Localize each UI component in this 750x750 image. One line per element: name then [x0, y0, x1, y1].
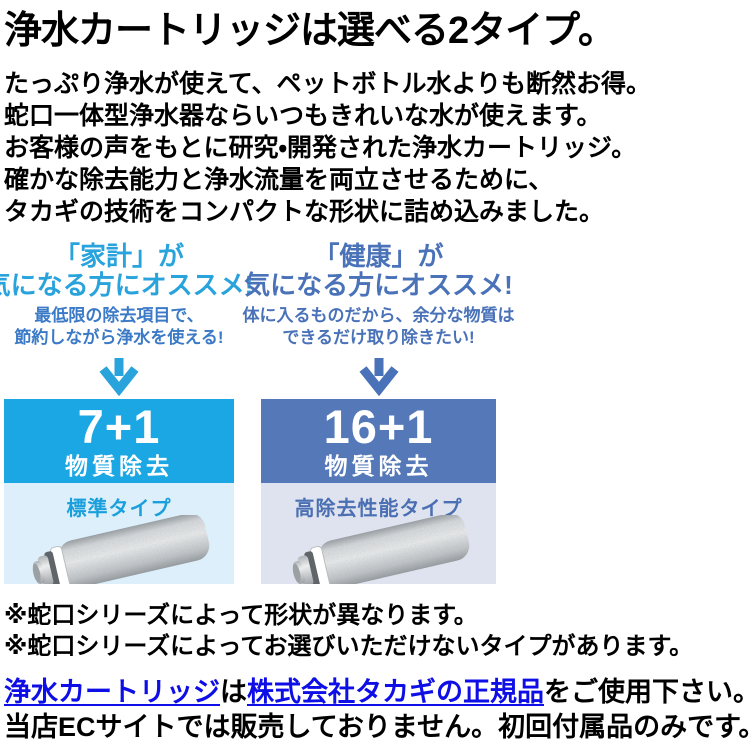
standard-type-card: 7+1 物質除去 標準タイプ: [4, 399, 234, 584]
heading-line: 「家計」が: [54, 241, 185, 271]
cartridge-image: [4, 513, 234, 584]
down-arrow-icon: [97, 356, 141, 397]
cartridge-link[interactable]: 浄水カートリッジ: [4, 677, 220, 707]
intro-line: たっぷり浄水が使えて、ペットボトル水よりも断然お得。: [4, 70, 652, 98]
high-removal-type-column: 「健康」が 気になる方にオススメ! 体に入るものだから、余分な物質は できるだけ…: [243, 242, 515, 584]
footer-notice: 浄水カートリッジは株式会社タカギの正規品をご使用下さい。 当店ECサイトでは販売…: [4, 675, 750, 745]
intro-line: タカギの技術をコンパクトな形状に詰め込みました。: [4, 198, 605, 226]
footer-line-2: 当店ECサイトでは販売しておりません。初回付属品のみです。: [4, 712, 750, 742]
removal-count-badge: 16+1: [323, 400, 434, 453]
heading-line: 気になる方にオススメ!: [0, 270, 254, 300]
note-line: ※蛇口シリーズによって形状が異なります。: [4, 602, 478, 629]
high-card-header: 16+1 物質除去: [261, 399, 496, 483]
removal-count-badge: 7+1: [77, 400, 161, 453]
high-recommend-subtext: 体に入るものだから、余分な物質は できるだけ取り除きたい!: [243, 305, 515, 349]
standard-card-header: 7+1 物質除去: [4, 399, 234, 483]
intro-line: お客様の声をもとに研究・開発された浄水カートリッジ。: [4, 134, 637, 162]
down-arrow-icon: [357, 356, 401, 397]
heading-line: 気になる方にオススメ!: [244, 270, 513, 300]
intro-line: 確かな除去能力と浄水流量を両立させるために、: [4, 166, 554, 194]
footer-text: は: [220, 677, 247, 707]
type-label: 高除去性能タイプ: [294, 498, 463, 520]
standard-card-body: 標準タイプ: [4, 483, 234, 584]
note-line: ※蛇口シリーズによってお選びいただけないタイプがあります。: [4, 633, 694, 660]
footer-text: をご使用下さい。: [544, 677, 750, 707]
subtext-line: できるだけ取り除きたい!: [282, 328, 475, 347]
subtext-line: 最低限の除去項目で、: [34, 306, 204, 325]
high-card-body: 高除去性能タイプ: [261, 483, 496, 584]
takagi-genuine-product-link[interactable]: 株式会社タカギの正規品: [247, 677, 544, 707]
heading-line: 「健康」が: [313, 241, 444, 271]
type-comparison: 「家計」が 気になる方にオススメ! 最低限の除去項目で、 節約しながら浄水を使え…: [0, 242, 750, 584]
subtext-line: 節約しながら浄水を使える!: [14, 328, 224, 347]
disclaimer-notes: ※蛇口シリーズによって形状が異なります。 ※蛇口シリーズによってお選びいただけな…: [4, 600, 750, 662]
intro-line: 蛇口一体型浄水器ならいつもきれいな水が使えます。: [4, 102, 602, 130]
cartridge-image: [261, 513, 496, 584]
high-recommend-heading: 「健康」が 気になる方にオススメ!: [244, 242, 513, 300]
subtext-line: 体に入るものだから、余分な物質は: [242, 306, 515, 325]
standard-recommend-subtext: 最低限の除去項目で、 節約しながら浄水を使える!: [14, 305, 223, 349]
removal-count-label: 物質除去: [65, 453, 173, 479]
type-label: 標準タイプ: [66, 498, 172, 520]
standard-recommend-heading: 「家計」が 気になる方にオススメ!: [0, 242, 253, 300]
standard-type-column: 「家計」が 気になる方にオススメ! 最低限の除去項目で、 節約しながら浄水を使え…: [0, 242, 253, 584]
high-removal-type-card: 16+1 物質除去 高除去性能タイプ: [261, 399, 496, 584]
page-title: 浄水カートリッジは選べる2タイプ。: [4, 10, 616, 52]
intro-paragraph: たっぷり浄水が使えて、ペットボトル水よりも断然お得。 蛇口一体型浄水器ならいつも…: [4, 68, 750, 228]
footer-line-1: 浄水カートリッジは株式会社タカギの正規品をご使用下さい。: [4, 675, 750, 710]
removal-count-label: 物質除去: [324, 453, 433, 479]
